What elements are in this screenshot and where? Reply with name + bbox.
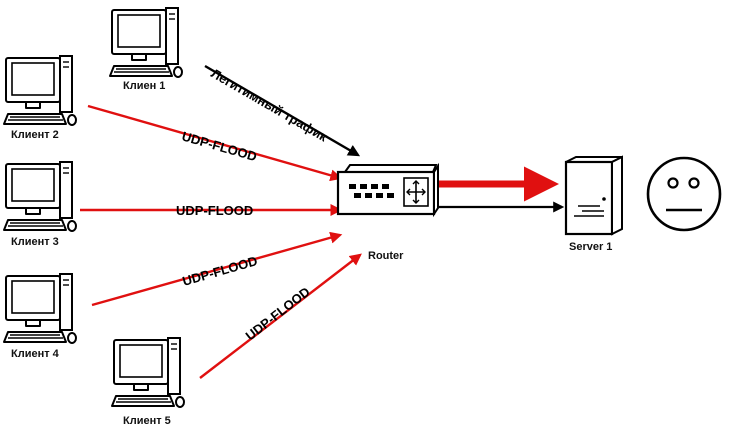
neutral-face-icon (646, 156, 722, 232)
server-tower-icon (564, 155, 623, 236)
edge-legit (204, 64, 361, 157)
router-label: Router (368, 250, 404, 262)
edge-label-flood5: UDP-FLOOD (243, 284, 313, 343)
edge-flood-client4 (91, 231, 343, 307)
client4-computer-icon (3, 273, 77, 344)
client5-computer-icon (111, 337, 185, 408)
client3-label: Клиент 3 (11, 236, 59, 248)
server-label: Server 1 (569, 241, 612, 253)
client2-computer-icon (3, 55, 77, 126)
client1-computer-icon (109, 7, 183, 78)
edge-label-legit: Легитимный трафик (209, 66, 331, 145)
client3-computer-icon (3, 161, 77, 232)
edge-flood-client2 (87, 104, 343, 182)
edge-flood-client5 (199, 253, 362, 379)
edge-label-flood3: UDP-FLOOD (176, 203, 253, 218)
client5-label: Клиент 5 (123, 415, 171, 427)
client1-label: Клиен 1 (123, 80, 165, 92)
client2-label: Клиент 2 (11, 129, 59, 141)
edge-label-flood2: UDP-FLOOD (180, 128, 258, 164)
edge-label-flood4: UDP-FLOOD (181, 253, 259, 289)
client4-label: Клиент 4 (11, 348, 60, 360)
network-router-icon (336, 162, 439, 218)
